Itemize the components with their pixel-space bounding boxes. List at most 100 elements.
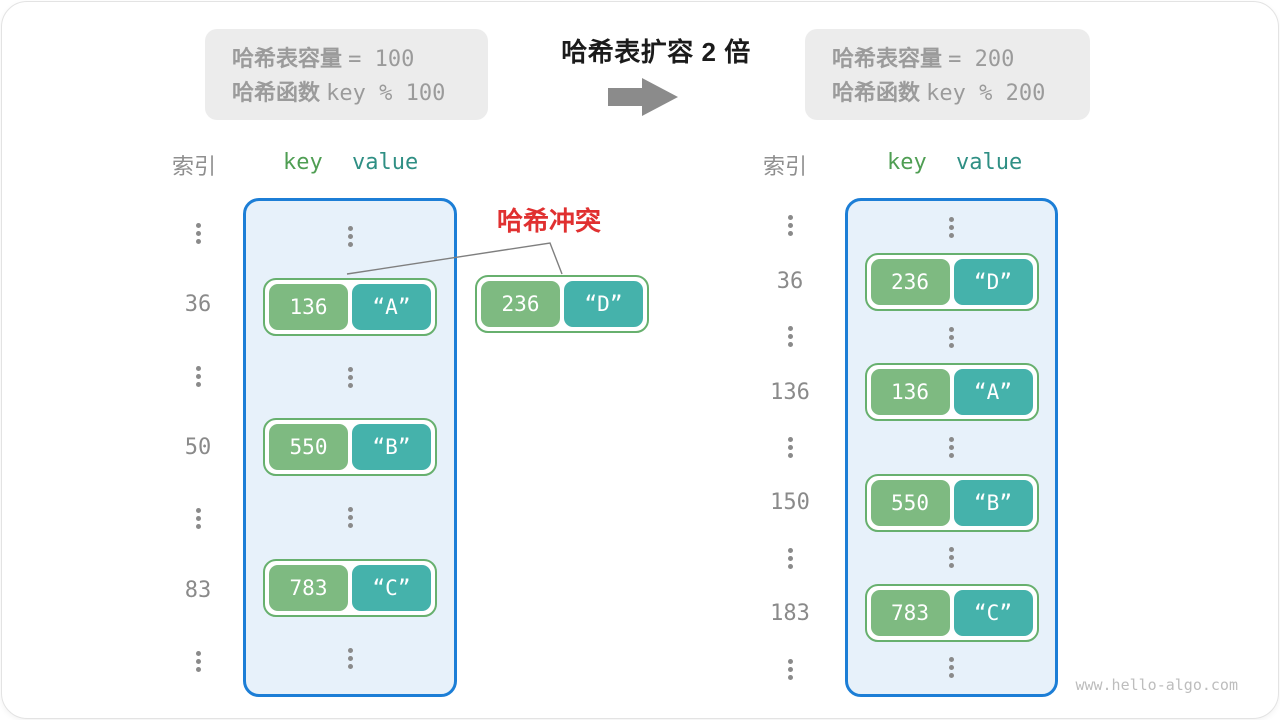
- dot: [787, 334, 793, 340]
- bucket-row: [848, 642, 1055, 694]
- index-label: 136: [770, 379, 810, 405]
- dot: [787, 666, 793, 672]
- bucket-row: [246, 624, 454, 694]
- value-header-left: value: [352, 150, 419, 175]
- dot: [949, 555, 954, 561]
- ellipsis-dots: [347, 507, 353, 529]
- capacity-value: = 200: [948, 47, 1015, 72]
- dot: [347, 523, 353, 529]
- table-body-left: 136“A” 550“B” 783“C”: [243, 198, 457, 697]
- kv-pair: 136“A”: [263, 277, 437, 336]
- dot: [787, 674, 793, 680]
- dot: [787, 547, 793, 553]
- index-row: [762, 420, 818, 475]
- bucket-row: 783“C”: [246, 553, 454, 623]
- index-header-left: 索引: [172, 154, 217, 179]
- bucket-row: 136“A”: [246, 271, 454, 341]
- dot: [949, 453, 954, 458]
- bucket-row: [848, 532, 1055, 584]
- key-header-left: key: [283, 150, 323, 175]
- ellipsis-dots: [949, 216, 954, 238]
- dot: [949, 334, 954, 340]
- dot: [787, 563, 793, 569]
- ellipsis-dots: [195, 223, 201, 245]
- bucket-row: 550“B”: [246, 412, 454, 482]
- dot: [347, 656, 353, 662]
- index-label: 83: [184, 577, 212, 603]
- dot: [195, 508, 201, 514]
- kv-pair: 550“B”: [263, 418, 437, 477]
- arrow-shape: [608, 78, 678, 116]
- dot: [949, 326, 954, 332]
- table-body-right: 236“D” 136“A” 550“B” 783“C”: [845, 198, 1058, 697]
- ellipsis-dots: [787, 215, 793, 237]
- dot: [949, 224, 954, 230]
- index-header-right: 索引: [763, 154, 808, 179]
- ellipsis-dots: [347, 225, 353, 247]
- value-cell: “C”: [352, 565, 431, 612]
- kv-pair: 236“D”: [864, 253, 1039, 312]
- dot: [949, 673, 954, 679]
- hash-function-label: 哈希函数: [832, 80, 921, 105]
- key-cell: 783: [870, 589, 950, 636]
- dot: [949, 232, 954, 238]
- dot: [949, 563, 954, 569]
- dot: [195, 231, 201, 237]
- bucket-row: 550“B”: [848, 473, 1055, 532]
- dot: [195, 524, 201, 530]
- key-cell: 136: [269, 283, 348, 330]
- index-row: 83: [170, 554, 226, 625]
- index-label: 150: [770, 490, 810, 516]
- key-cell: 550: [870, 479, 950, 526]
- dot: [787, 223, 793, 229]
- dot: [347, 664, 353, 670]
- key-cell: 783: [269, 565, 348, 612]
- dot: [195, 381, 201, 387]
- index-label: 36: [776, 268, 804, 294]
- bucket-row: [246, 342, 454, 412]
- capacity-info-box-left: 哈希表容量 = 100 哈希函数 key % 100: [205, 29, 488, 120]
- value-cell: “B”: [352, 424, 431, 471]
- watermark: www.hello-algo.com: [1075, 676, 1238, 694]
- right-arrow-icon: [608, 78, 678, 116]
- index-row: [170, 341, 226, 412]
- bucket-row: [848, 201, 1055, 253]
- value-cell: “A”: [953, 369, 1033, 416]
- kv-pair: 550“B”: [864, 473, 1039, 532]
- dot: [195, 239, 201, 245]
- hash-function-line: 哈希函数 key % 100: [232, 76, 488, 110]
- index-row: 50: [170, 412, 226, 483]
- dot: [949, 437, 954, 442]
- capacity-line: 哈希表容量 = 100: [232, 42, 488, 76]
- dot: [949, 657, 954, 663]
- dot: [787, 555, 793, 561]
- capacity-label: 哈希表容量: [232, 46, 343, 71]
- dot: [347, 382, 353, 388]
- value-cell: “D”: [953, 259, 1033, 306]
- value-cell: “C”: [953, 589, 1033, 636]
- hash-function-line: 哈希函数 key % 200: [832, 76, 1090, 110]
- ellipsis-dots: [195, 508, 201, 530]
- collision-pair-slot: 236“D”: [475, 275, 649, 333]
- kv-pair: 783“C”: [263, 559, 437, 618]
- dot: [347, 507, 353, 513]
- dot: [787, 326, 793, 332]
- dot: [787, 215, 793, 221]
- index-row: [170, 483, 226, 554]
- bucket-row: [848, 421, 1055, 473]
- ellipsis-dots: [787, 547, 793, 569]
- dot: [787, 452, 793, 458]
- dot: [347, 225, 353, 231]
- bucket-row: [246, 483, 454, 553]
- bucket-row: [848, 311, 1055, 363]
- key-cell: 236: [870, 259, 950, 306]
- capacity-info-box-right: 哈希表容量 = 200 哈希函数 key % 200: [805, 29, 1090, 120]
- dot: [949, 342, 954, 348]
- index-row: 183: [762, 586, 818, 641]
- dot: [195, 516, 201, 522]
- ellipsis-dots: [195, 365, 201, 387]
- dot: [347, 515, 353, 521]
- dot: [949, 216, 954, 222]
- key-cell: 136: [870, 369, 950, 416]
- index-row: [170, 626, 226, 697]
